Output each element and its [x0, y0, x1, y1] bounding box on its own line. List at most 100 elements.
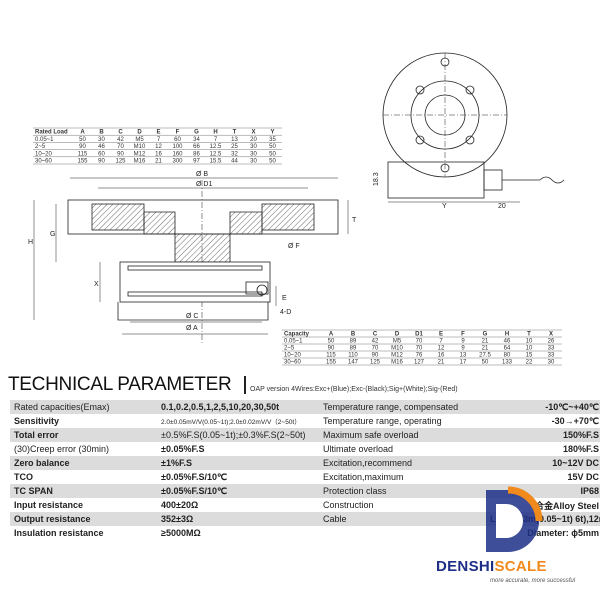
table-cell: 97 — [193, 159, 200, 165]
table-cell: 125 — [115, 159, 126, 165]
table-cell: 12 — [438, 346, 445, 352]
table-cell: 80 — [504, 353, 511, 359]
table-cell: 15 — [526, 353, 533, 359]
table-cell: 90 — [372, 353, 379, 359]
param-name-2: Protection class — [319, 484, 486, 498]
table-cell: 127 — [414, 360, 425, 366]
table-cell: 35 — [269, 137, 276, 143]
table-header-cell: E — [439, 332, 443, 338]
table-cell: 26 — [548, 339, 555, 345]
param-name: Input resistance — [10, 498, 157, 512]
param-name: (30)Creep error (30min) — [10, 442, 157, 456]
table-cell: 22 — [526, 360, 533, 366]
table-cell: 44 — [231, 159, 238, 165]
table-cell: 13 — [231, 137, 238, 143]
table-header-cell: G — [194, 130, 199, 136]
section-title: TECHNICAL PARAMETER — [8, 374, 232, 395]
table-cell: 90 — [79, 144, 86, 150]
param-value: ±1%F.S — [157, 456, 319, 470]
table-cell: 17 — [460, 360, 467, 366]
wiring-note: OAP version 4Wires:Exc+(Blue);Exc-(Black… — [250, 386, 458, 393]
table-cell: 64 — [504, 346, 511, 352]
param-name: Output resistance — [10, 512, 157, 526]
param-value: ±0.05%F.S/10℃ — [157, 484, 319, 498]
param-name-2: Construction — [319, 498, 486, 512]
table-cell: 66 — [193, 144, 200, 150]
table-cell: 50 — [482, 360, 489, 366]
table-cell: M16 — [134, 159, 146, 165]
logo-word-scale: SCALE — [494, 558, 547, 575]
table-cell: M10 — [391, 346, 403, 352]
param-name: Sensitivity — [10, 414, 157, 428]
table-cell: 115 — [326, 353, 336, 359]
table-cell: 2~5 — [284, 346, 295, 352]
table-cell: 21 — [155, 159, 162, 165]
table-cell: 30 — [250, 159, 257, 165]
table-cell: 60 — [174, 137, 181, 143]
table-cell: 50 — [328, 339, 335, 345]
table-cell: 147 — [348, 360, 359, 366]
param-name-2: Cable — [319, 512, 486, 526]
param-value-2: 10~12V DC — [486, 456, 600, 470]
table-cell: 89 — [350, 346, 357, 352]
label-phi-a: Ø A — [186, 325, 198, 332]
table-cell: 155 — [326, 360, 337, 366]
label-x: X — [94, 281, 99, 288]
table-cell: 7 — [439, 339, 443, 345]
table-cell: 10~20 — [284, 353, 302, 359]
table-cell: 20 — [250, 137, 257, 143]
table-cell: 15.5 — [210, 159, 222, 165]
param-value-2: 150%F.S — [486, 428, 600, 442]
table-cell: 21 — [482, 346, 489, 352]
table-cell: 7 — [157, 137, 161, 143]
table-header-cell: B — [99, 130, 104, 136]
param-row: Rated capacities(Emax)0.1,0.2,0.5,1,2,5,… — [10, 400, 600, 414]
table-cell: 90 — [98, 159, 105, 165]
table-header-cell: D — [395, 332, 400, 338]
table-header-cell: X — [549, 332, 553, 338]
table-cell: 42 — [117, 137, 124, 143]
table-header-cell: X — [251, 130, 255, 136]
load-cell-section-view — [33, 177, 349, 345]
table-cell: 70 — [416, 339, 423, 345]
param-value: 2.0±0.05mV/V(0.05~1t);2.0±0.02mV/V（2~50t… — [157, 414, 319, 428]
table-cell: 0.05~1 — [35, 137, 54, 143]
table-cell: 2~5 — [35, 144, 46, 150]
table-cell: 42 — [372, 339, 379, 345]
table-cell: 30 — [98, 137, 105, 143]
table-cell: 86 — [193, 151, 200, 157]
denshi-scale-logo: DENSHISCALE more accurate, more successf… — [436, 486, 586, 586]
table-cell: 25 — [231, 144, 238, 150]
table-header-cell: Y — [270, 130, 274, 136]
param-name: TCO — [10, 470, 157, 484]
table-cell: 70 — [372, 346, 379, 352]
label-phi-d1: Ø D1 — [196, 181, 212, 188]
table-cell: 50 — [269, 144, 276, 150]
table-cell: 160 — [172, 151, 183, 157]
param-name-2: Temperature range, compensated — [319, 400, 486, 414]
table-header-cell: H — [213, 130, 217, 136]
table-header-cell: A — [80, 130, 85, 136]
table-cell: 21 — [438, 360, 445, 366]
table-cell: 70 — [416, 346, 423, 352]
param-name: TC SPAN — [10, 484, 157, 498]
label-t: T — [352, 217, 357, 224]
table-cell: M10 — [134, 144, 146, 150]
table-cell: 30 — [250, 151, 257, 157]
table-header-cell: E — [156, 130, 160, 136]
param-value: ±0.5%F.S(0.05~1t);±0.3%F.S(2~50t) — [157, 428, 319, 442]
table-cell: M16 — [391, 360, 403, 366]
label-18-3: 18.3 — [373, 172, 380, 186]
param-value: ±0.05%F.S — [157, 442, 319, 456]
table-header-cell: Capacity — [284, 332, 310, 338]
param-name-2: Excitation,recommend — [319, 456, 486, 470]
param-name: Insulation resistance — [10, 526, 157, 540]
logo-word-denshi: DENSHI — [436, 558, 495, 575]
table-cell: M12 — [134, 151, 146, 157]
table-cell: 12.5 — [210, 144, 222, 150]
table-cell: 33 — [548, 353, 555, 359]
